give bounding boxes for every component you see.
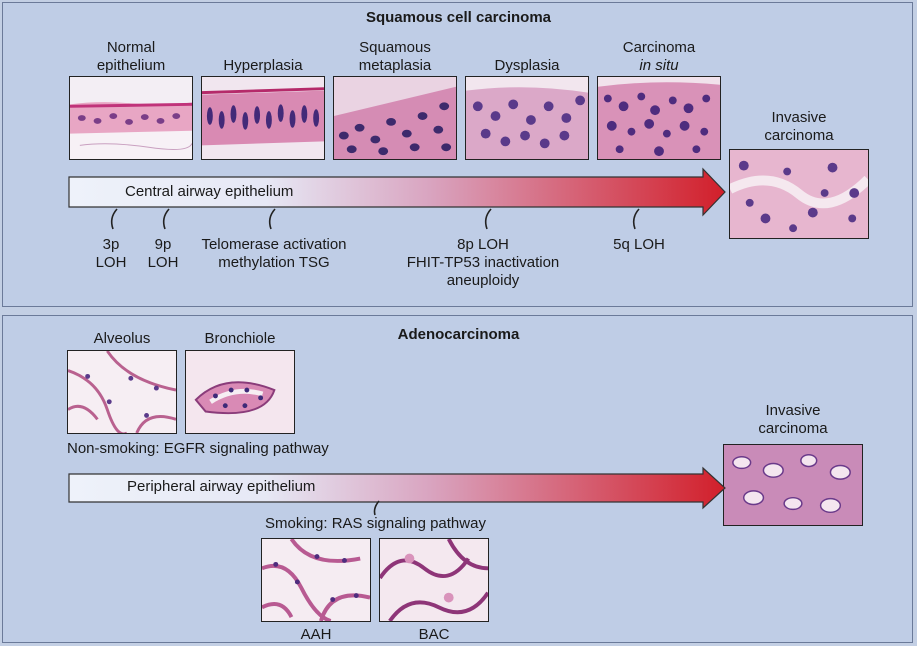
- event-tick-telomerase: [268, 208, 276, 230]
- histology-image-bac: [379, 538, 489, 622]
- histology-image-bronchiole: [185, 350, 295, 434]
- bronchiole-label: Bronchiole: [204, 330, 276, 347]
- smoking-pathway-label: Smoking: RAS signaling pathway: [265, 515, 486, 532]
- event-tick-3p: [110, 208, 118, 230]
- progression-arrow-peripheral: [68, 466, 726, 510]
- adenocarcinoma-panel: Adenocarcinoma Alveolus Bronchiole Non-s…: [2, 315, 913, 643]
- central-airway-label: Central airway epithelium: [125, 183, 294, 200]
- aah-label: AAH: [300, 626, 332, 643]
- stage-label-dysplasia: Dysplasia: [494, 57, 560, 74]
- histology-image-metaplasia: [333, 76, 457, 160]
- adeno-title: Adenocarcinoma: [397, 326, 520, 343]
- event-tick-9p: [162, 208, 170, 230]
- histology-image-aah: [261, 538, 371, 622]
- smoking-tick: [373, 500, 380, 516]
- peripheral-airway-label: Peripheral airway epithelium: [127, 478, 316, 495]
- histology-image-squamous-invasive: [729, 149, 869, 239]
- event-tick-8p: [484, 208, 492, 230]
- event-tick-5q: [632, 208, 640, 230]
- non-smoking-pathway-label: Non-smoking: EGFR signaling pathway: [67, 440, 329, 457]
- stage-label-hyperplasia: Hyperplasia: [223, 57, 303, 74]
- histology-image-alveolus: [67, 350, 177, 434]
- event-5q-loh: 5q LOH: [613, 236, 665, 253]
- squamous-title: Squamous cell carcinoma: [365, 9, 552, 26]
- histology-image-normal: [69, 76, 193, 160]
- progression-arrow-central: [68, 167, 726, 217]
- histology-image-adeno-invasive: [723, 444, 863, 526]
- histology-image-dysplasia: [465, 76, 589, 160]
- histology-image-cis: [597, 76, 721, 160]
- bac-label: BAC: [418, 626, 450, 643]
- alveolus-label: Alveolus: [93, 330, 151, 347]
- histology-image-hyperplasia: [201, 76, 325, 160]
